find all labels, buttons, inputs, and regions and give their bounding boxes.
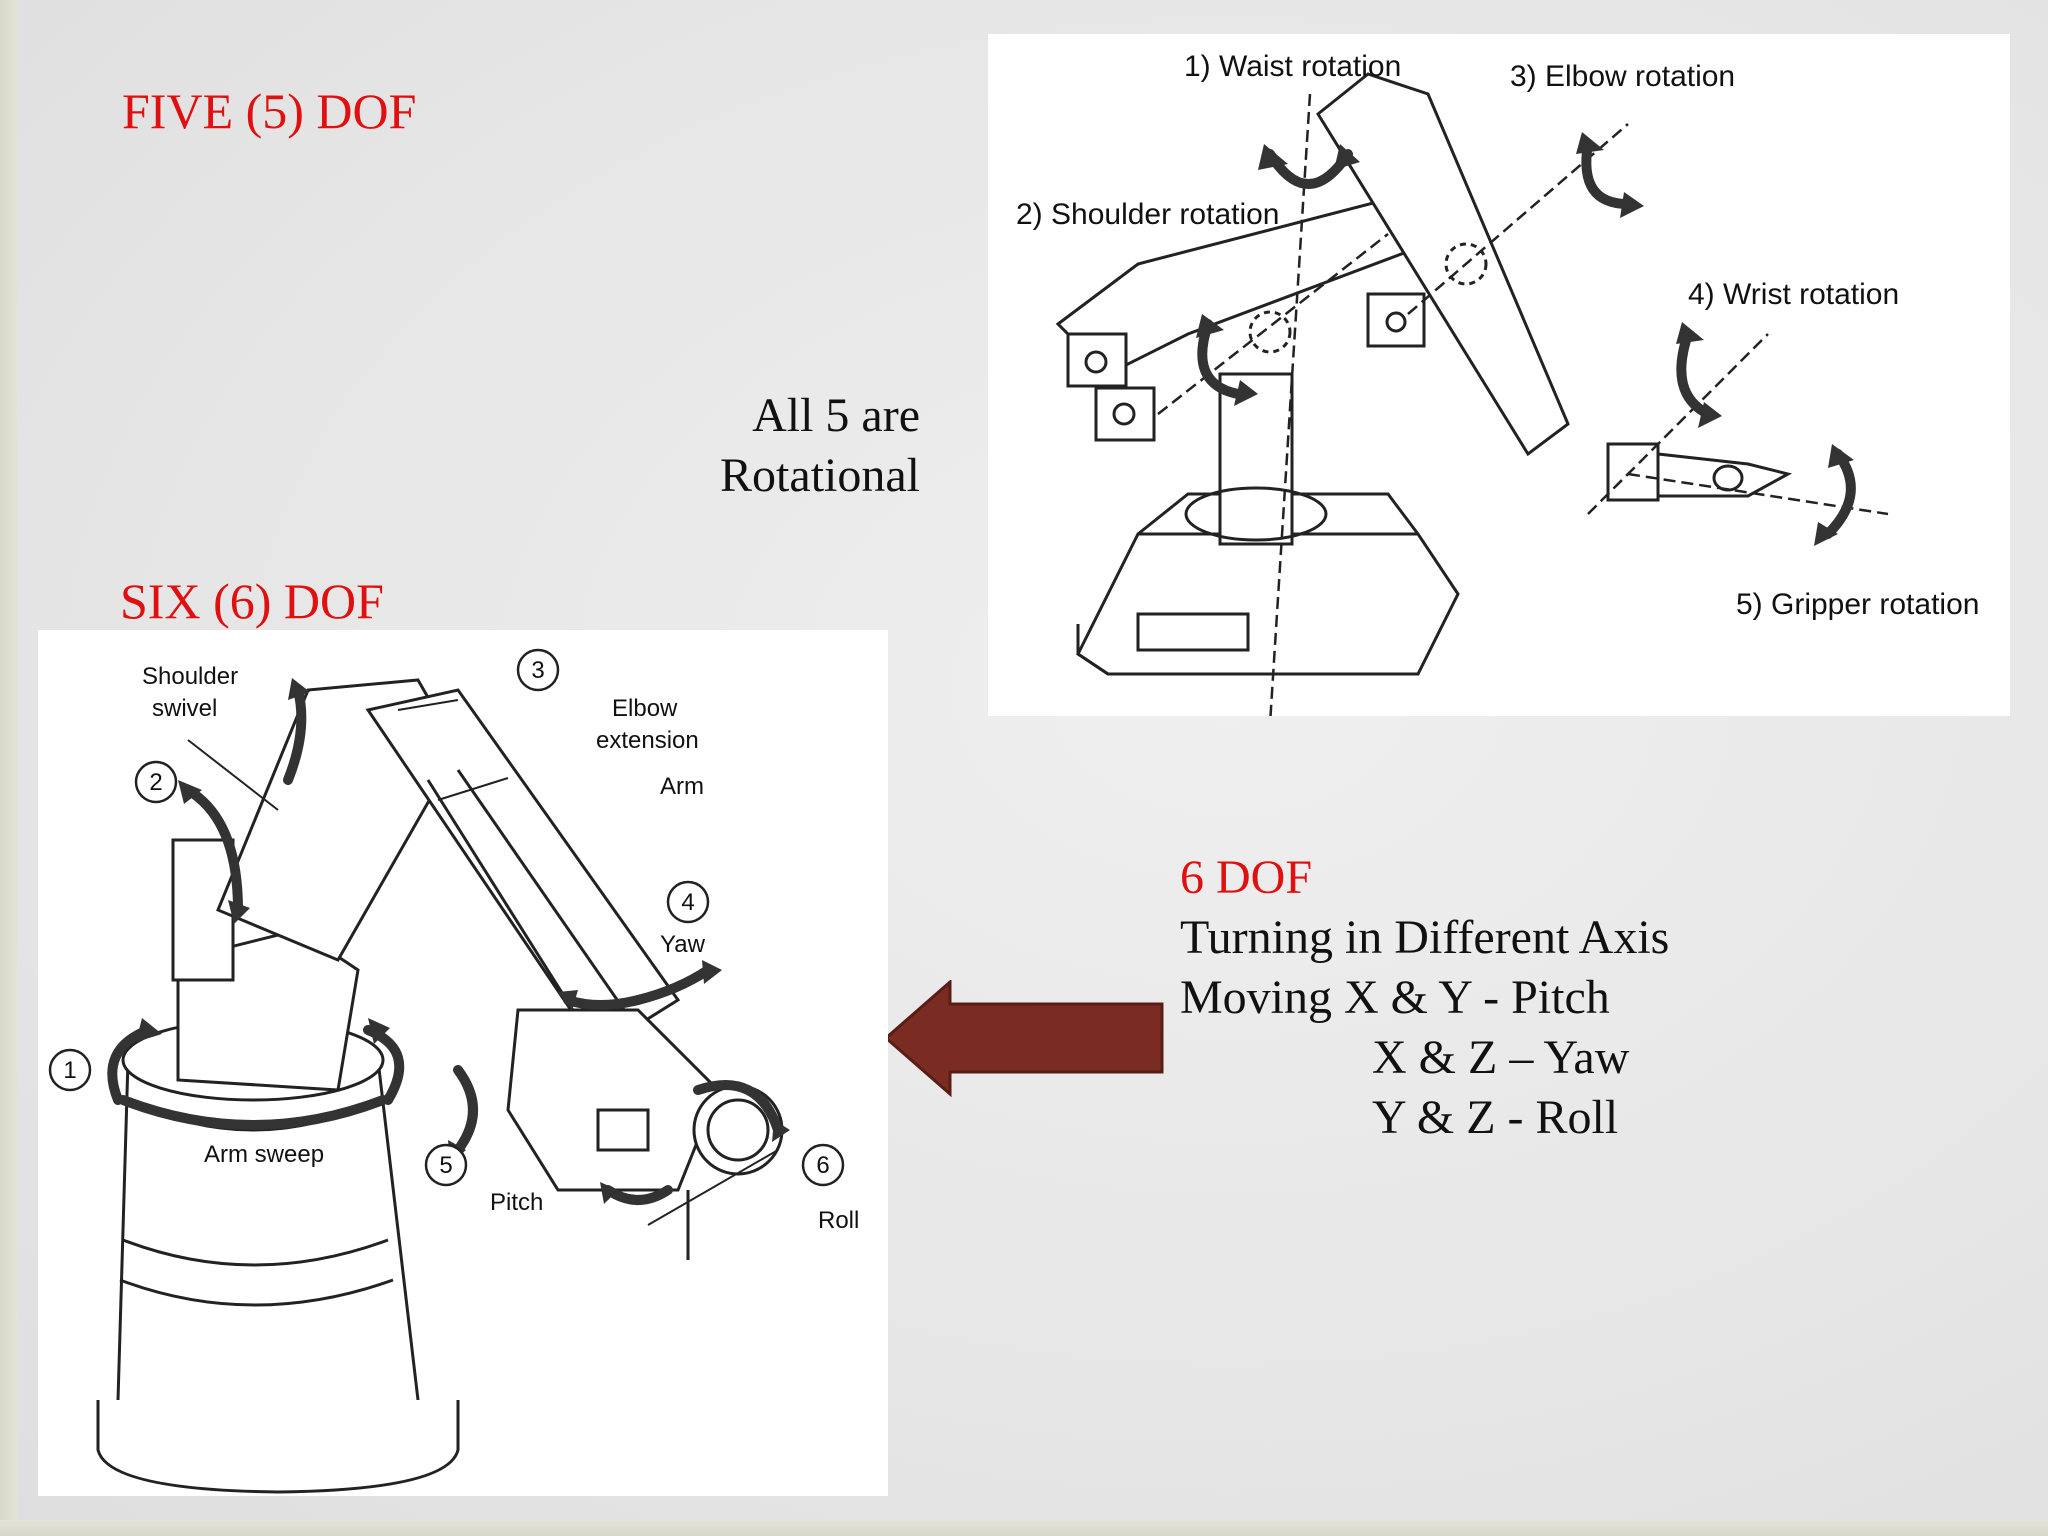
label-gripper-rotation: 5) Gripper rotation — [1736, 588, 1979, 621]
label-elbow: Elbow — [612, 695, 678, 722]
six-dof-note-line-2: Moving X & Y - Pitch — [1180, 971, 1610, 1024]
label-waist-rotation: 1) Waist rotation — [1184, 50, 1401, 83]
label-wrist-rotation: 4) Wrist rotation — [1688, 278, 1899, 311]
label-pitch: Pitch — [490, 1189, 543, 1216]
six-dof-note-line-3: X & Z – Yaw — [1372, 1031, 1630, 1084]
label-shoulder: Shoulder — [142, 663, 238, 690]
circle-number-5: 5 — [439, 1152, 452, 1179]
six-dof-note: 6 DOF Turning in Different Axis Moving X… — [1180, 848, 1669, 1148]
six-dof-note-title: 6 DOF — [1180, 851, 1313, 904]
label-arm: Arm — [660, 773, 704, 800]
six-dof-note-line-4: Y & Z - Roll — [1372, 1091, 1619, 1144]
circle-number-3: 3 — [531, 657, 544, 684]
pointing-arrow-shape — [883, 980, 1164, 1098]
circle-number-4: 4 — [681, 889, 694, 916]
rotational-note: All 5 are Rotational — [680, 386, 920, 506]
rotational-note-line-2: Rotational — [720, 449, 920, 502]
label-arm-sweep: Arm sweep — [204, 1141, 324, 1168]
label-shoulder-rotation: 2) Shoulder rotation — [1016, 198, 1280, 231]
slide-border-bottom — [0, 1520, 2048, 1536]
rotational-note-line-1: All 5 are — [752, 389, 920, 442]
six-dof-diagram: 1 2 3 4 5 6 Shoulder swivel Elbow extens… — [38, 630, 888, 1496]
circle-number-6: 6 — [816, 1152, 829, 1179]
label-yaw: Yaw — [660, 931, 706, 958]
six-dof-note-line-1: Turning in Different Axis — [1180, 911, 1670, 964]
circle-number-1: 1 — [63, 1057, 76, 1084]
six-dof-heading: SIX (6) DOF — [120, 573, 384, 629]
five-dof-diagram: 1) Waist rotation 3) Elbow rotation 2) S… — [988, 34, 2010, 716]
label-swivel: swivel — [152, 695, 217, 722]
circle-number-2: 2 — [149, 769, 162, 796]
label-roll: Roll — [818, 1207, 859, 1234]
label-elbow-rotation: 3) Elbow rotation — [1510, 60, 1735, 93]
slide-border-left — [0, 0, 18, 1536]
pointing-arrow — [883, 980, 1164, 1098]
label-extension: extension — [596, 727, 699, 754]
five-dof-heading: FIVE (5) DOF — [122, 83, 417, 139]
